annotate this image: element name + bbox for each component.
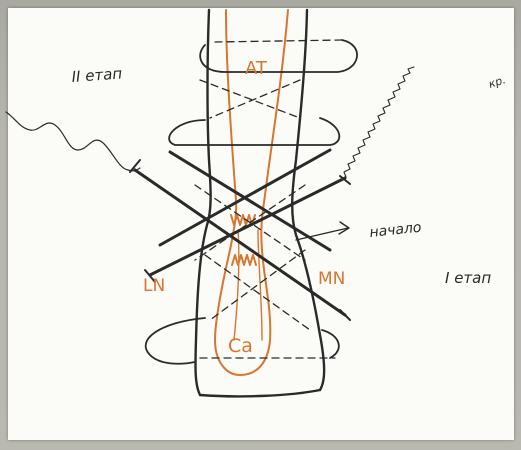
needle-right-ascending xyxy=(150,178,345,275)
label-kr: кр. xyxy=(487,73,507,91)
label-stage-two: II етап xyxy=(71,64,123,85)
label-ca: Ca xyxy=(228,335,253,357)
upper-crossing-2 xyxy=(210,80,300,118)
label-ln: LN xyxy=(143,276,165,296)
tendon-fibers-lower xyxy=(234,230,239,340)
dashed-cross-4 xyxy=(210,250,305,320)
label-at: AT xyxy=(245,58,268,79)
upper-loop-back xyxy=(215,40,342,42)
thread-right xyxy=(340,67,414,180)
tick-4 xyxy=(340,310,350,320)
upper-loop-front xyxy=(200,40,357,72)
tendon-rupture-bottom xyxy=(232,255,256,265)
leg-outline-right xyxy=(292,10,324,390)
label-stage-one: I етап xyxy=(445,269,491,287)
label-nachalo: начало xyxy=(369,220,422,241)
needle-upper-left xyxy=(170,152,330,250)
label-mn: MN xyxy=(318,269,345,289)
middle-loop-front xyxy=(169,118,339,145)
heel-outline xyxy=(200,390,320,396)
lower-loop-right xyxy=(322,330,339,358)
thread-left xyxy=(6,112,140,171)
